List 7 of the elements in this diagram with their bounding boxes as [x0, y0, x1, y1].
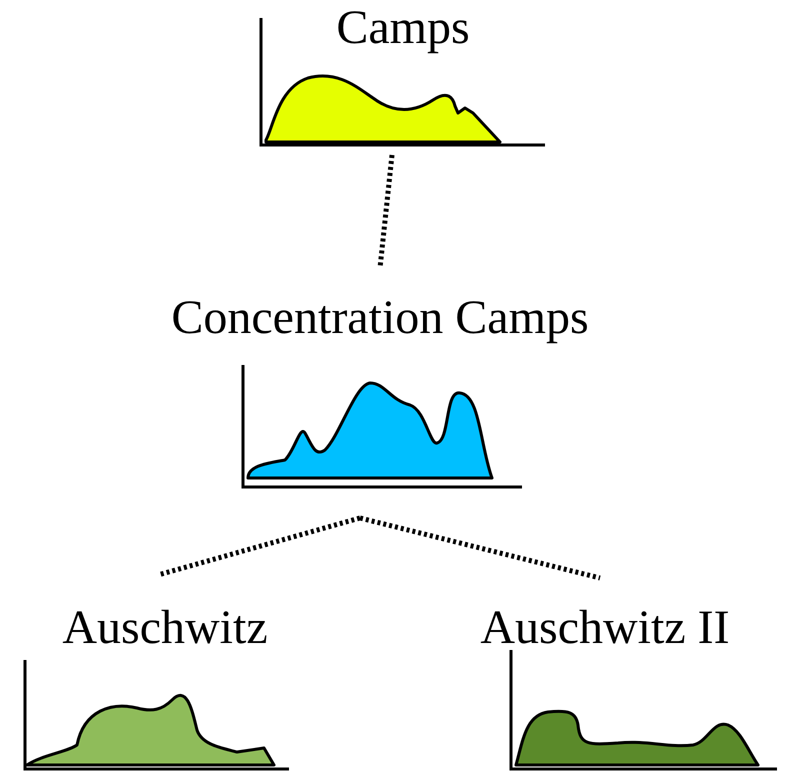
- node-heading: Auschwitz II: [480, 600, 730, 656]
- dotted-connector: [378, 154, 394, 268]
- node-heading: Camps: [336, 0, 470, 56]
- node-heading: Auschwitz: [62, 600, 268, 656]
- dotted-connector: [157, 516, 361, 578]
- node-heading: Concentration Camps: [171, 290, 589, 346]
- dotted-connector: [359, 516, 601, 580]
